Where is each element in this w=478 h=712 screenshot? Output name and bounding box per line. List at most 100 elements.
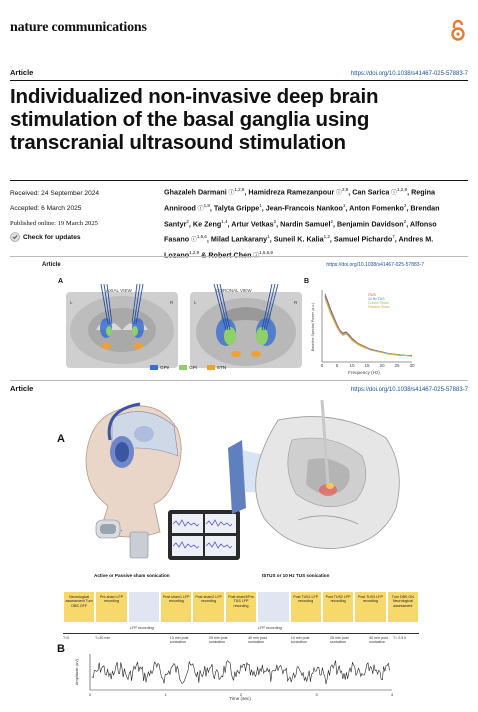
author-affiliation: 1	[259, 203, 262, 209]
author-separator: ,	[406, 219, 410, 229]
author-name[interactable]: Andres M. Lozano	[164, 233, 434, 260]
author-name[interactable]: Suneil K. Kalia	[273, 233, 324, 243]
axial-right-marker: R	[170, 300, 174, 305]
timeline-tick-label: 40 min post sonication	[248, 636, 267, 645]
author-name[interactable]: Hamidreza Ramezanpour	[248, 187, 335, 197]
figure1-panel-a-label: A	[58, 278, 64, 285]
figure2-doi[interactable]: https://doi.org/10.1038/s41467-025-57883…	[350, 387, 468, 393]
check-updates-button[interactable]: Check for updates	[10, 232, 140, 242]
orcid-icon[interactable]: ⓘ	[195, 206, 204, 213]
author-affiliation: 2	[403, 219, 407, 225]
author-separator: ,	[332, 219, 337, 229]
author-affiliation: 1,2	[323, 233, 330, 239]
article-header-row: Article https://doi.org/10.1038/s41467-0…	[10, 68, 468, 77]
article-dates: Received: 24 September 2024 Accepted: 6 …	[10, 186, 140, 242]
timeline-step: Turn DBS ON Neurological assessment	[387, 592, 418, 622]
author-affiliation: 1,4	[221, 219, 228, 225]
lfp-recording-label-1: LFP recording	[130, 626, 154, 630]
author-name[interactable]: Can Sarica	[352, 187, 390, 197]
received-date: Received: 24 September 2024	[10, 190, 100, 197]
chart-x-axis-label: Frequency (Hz)	[348, 370, 380, 375]
orcid-icon[interactable]: ⓘ	[226, 190, 235, 197]
bluetooth-icon: ᛫	[119, 527, 124, 536]
timeline-tick-label: 25 min post sonication	[330, 636, 349, 645]
author-name[interactable]: Samuel Pichardo	[333, 233, 393, 243]
timeline-step: Post TUS2 LFP recording	[322, 592, 354, 622]
author-name[interactable]: Ghazaleh Darmani	[164, 187, 227, 197]
legend-item-gpe: GPe	[150, 365, 169, 370]
chart-legend-entry: Control Sham	[368, 301, 389, 305]
title-line: transcranial ultrasound stimulation	[10, 131, 346, 154]
author-name[interactable]: Anton Fomenko	[349, 203, 404, 213]
axial-view-image	[66, 284, 178, 368]
author-name[interactable]: Ke Zeng	[192, 219, 222, 229]
timeline-tick-label: T=0	[63, 636, 70, 640]
timeline-step: Post sham1 LFP recording	[161, 592, 192, 622]
author-affiliation: 2	[186, 219, 189, 225]
author-affiliation: 1,8	[203, 203, 210, 209]
author-name[interactable]: Regina Annirood	[164, 187, 436, 213]
figure-rule	[10, 256, 468, 257]
chart-x-tick: 0	[321, 363, 324, 368]
author-affiliation: 3,8	[341, 187, 349, 192]
trace-y-axis-label: Amplitude (uV)	[74, 658, 79, 685]
author-name[interactable]: Artur Vetkas	[231, 219, 274, 229]
timeline-step: Post TUS3 LFP recording	[355, 592, 386, 622]
author-name[interactable]: Brendan Santyr	[164, 203, 440, 229]
author-separator: ,	[276, 219, 281, 229]
author-affiliation: 1,2,9	[189, 249, 200, 255]
timeline-step: Post TUS1 LFP recording	[290, 592, 321, 622]
figure1-bottom-rule	[10, 380, 468, 381]
chart-legend-entry: ITUS	[368, 293, 376, 297]
timeline-step: Post sham3/Pre TUS LFP recording	[225, 592, 257, 622]
timeline-step: Post sham2 LFP recording	[193, 592, 224, 622]
chart-x-tick: 30	[409, 363, 415, 368]
figure1-doi[interactable]: https://doi.org/10.1038/s41467-025-57883…	[326, 262, 424, 268]
author-name[interactable]: Robert Chen	[208, 250, 252, 260]
header-rule	[10, 80, 468, 81]
legend-swatch	[206, 365, 215, 370]
author-separator: ,	[394, 233, 399, 243]
timeline-tick-label: T= 2.5 h	[393, 636, 407, 640]
author-name[interactable]: Alfonso Fasano	[164, 219, 437, 243]
axial-view-label: AXIAL VIEW	[106, 288, 133, 293]
brain-slice-illustration	[255, 400, 400, 549]
chart-x-tick: 20	[379, 363, 385, 368]
author-affiliation: 1,5,6,9	[259, 249, 273, 255]
author-name[interactable]: Talyta Grippe	[213, 203, 260, 213]
figure1-article-label: Article	[42, 262, 61, 268]
orcid-icon[interactable]: ⓘ	[334, 190, 342, 197]
author-name[interactable]: Benjamin Davidson	[336, 219, 404, 229]
author-name[interactable]: Milad Lankarany	[210, 233, 268, 243]
chart-series-line	[324, 298, 413, 357]
figure2-illustration: ᛫	[85, 400, 400, 560]
axial-left-marker: L	[70, 300, 73, 305]
trace-x-axis-label: Time (sec)	[229, 696, 251, 701]
lfp-recording-label-2: LFP recording	[258, 626, 282, 630]
trace-x-tick: 4	[391, 692, 394, 697]
orcid-icon[interactable]: ⓘ	[389, 190, 398, 197]
author-name[interactable]: Nardin Samuel	[280, 219, 331, 229]
figure1-legend: GPe GPi STN	[150, 365, 226, 370]
coronal-left-marker: L	[194, 300, 197, 305]
trace-x-tick: 1	[164, 692, 167, 697]
author-separator: ,	[345, 203, 350, 213]
author-affiliation: 1,2,8	[234, 187, 245, 192]
author-affiliation: 2	[403, 203, 407, 209]
figure2-panel-b-label: B	[57, 643, 65, 655]
figure1-header-row: Article https://doi.org/10.1038/s41467-0…	[42, 262, 424, 268]
author-name[interactable]: Jean-Francois Nankoo	[265, 203, 343, 213]
chart-y-axis-label: Baseline Spectral Power (a.u.)	[311, 303, 315, 352]
legend-swatch	[150, 365, 158, 370]
title-rule	[10, 180, 468, 181]
check-updates-label: Check for updates	[23, 233, 81, 241]
article-type-label: Article	[10, 68, 34, 77]
doi-link[interactable]: https://doi.org/10.1038/s41467-025-57883…	[350, 71, 468, 77]
author-list: Ghazaleh Darmani ⓘ1,2,8, Hamidreza Ramez…	[164, 184, 464, 263]
trace-x-tick: 2	[240, 692, 243, 697]
author-separator: ,	[406, 203, 411, 213]
orcid-icon[interactable]: ⓘ	[189, 236, 197, 243]
author-separator: ,	[348, 187, 353, 197]
